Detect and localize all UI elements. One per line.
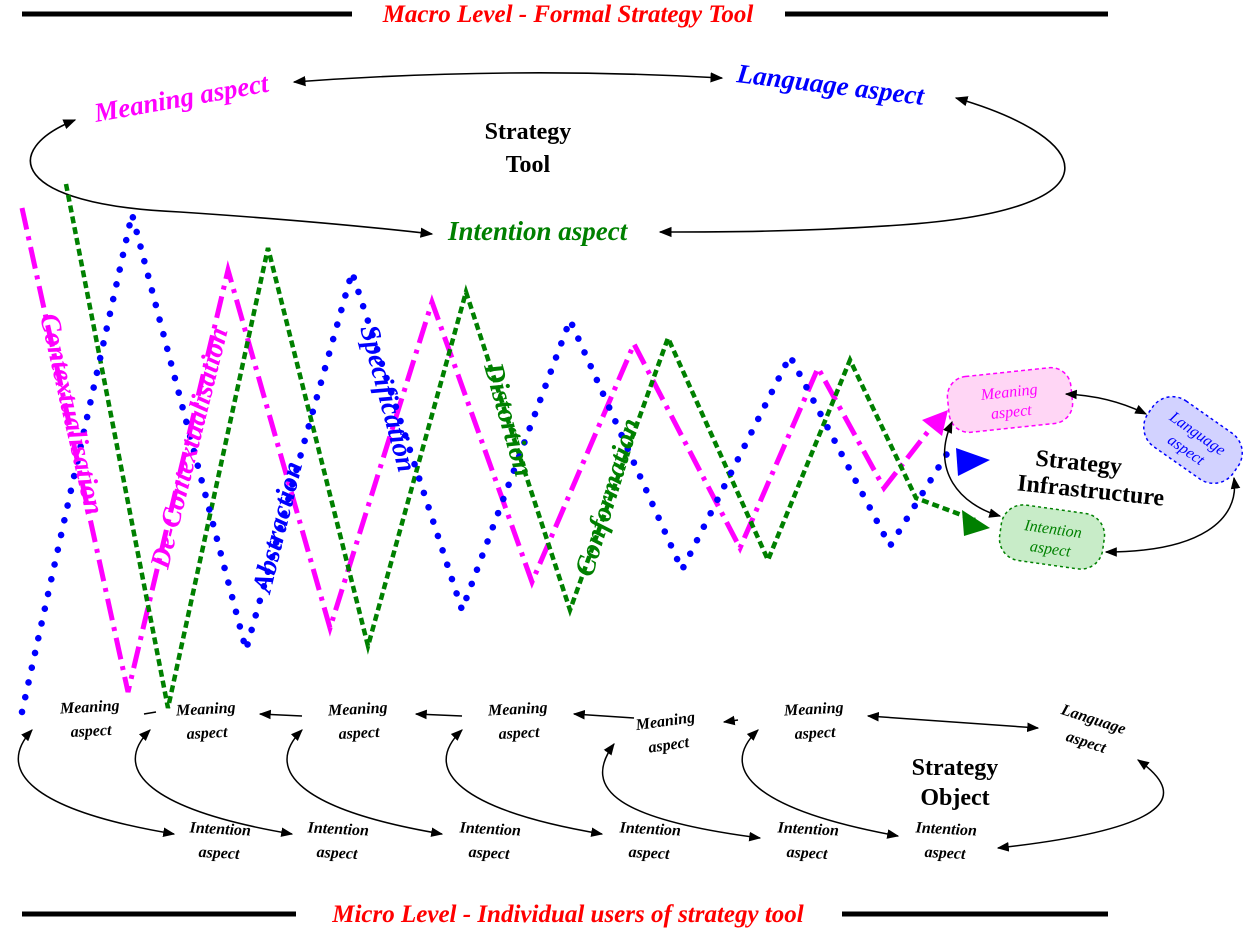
infra-meaning-pill: Meaning aspect <box>946 366 1074 434</box>
process-decontextualisation: De-Contextualisation <box>144 324 234 572</box>
language-arrowhead <box>956 448 990 476</box>
footer-title: Micro Level - Individual users of strate… <box>331 901 804 928</box>
strategy-tool-label-line2: Tool <box>506 152 551 178</box>
micro-curve-3 <box>286 729 444 837</box>
micro-curve-1 <box>17 729 176 837</box>
macro-language-label: Language aspect <box>734 58 927 111</box>
infra-intention-line2: aspect <box>1029 538 1072 561</box>
micro-intention-2-line2: aspect <box>316 844 358 863</box>
micro-intention-5-line1: Intention <box>776 819 839 839</box>
infra-language-pill-shape <box>1143 395 1243 485</box>
micro-intention-4-line2: aspect <box>628 844 670 863</box>
micro-intention-6-line2: aspect <box>924 844 966 863</box>
micro-meaning-4-line2: aspect <box>498 724 540 743</box>
micro-arrows <box>17 709 1165 852</box>
infra-meaning-line2: aspect <box>990 402 1033 423</box>
micro-intention-5: Intention aspect <box>776 819 839 863</box>
process-abstraction: Abstraction <box>246 458 309 597</box>
infra-meaning-line1: Meaning <box>979 381 1038 404</box>
micro-meaning-1-line1: Meaning <box>59 697 120 717</box>
meaning-zigzag-line <box>19 207 939 693</box>
strategy-tool-label-line1: Strategy <box>485 119 572 145</box>
micro-level-footer: Micro Level - Individual users of strate… <box>22 901 1108 928</box>
micro-arrow-m3-m2 <box>258 709 303 720</box>
infra-arrow-meaning-intention <box>943 420 1002 518</box>
strategy-object-line1: Strategy <box>912 755 999 781</box>
micro-arrow-m6-language <box>866 711 1040 733</box>
micro-curve-4 <box>445 729 604 837</box>
strategy-infrastructure-cycle: Meaning aspect Language aspect Intention… <box>943 366 1243 570</box>
intention-zigzag-line <box>63 183 976 709</box>
micro-intention-5-line2: aspect <box>786 844 828 863</box>
micro-meaning-labels: Meaning aspect Meaning aspect Meaning as… <box>59 697 1128 757</box>
process-distortion: Distortion <box>477 358 539 480</box>
micro-intention-3: Intention aspect <box>458 819 521 863</box>
micro-intention-1-line1: Intention <box>188 819 251 839</box>
micro-curve-5 <box>602 743 762 842</box>
process-conformation: Conformation <box>569 415 646 580</box>
micro-intention-3-line2: aspect <box>468 844 510 863</box>
infra-arrow-language-intention <box>1104 476 1241 557</box>
micro-meaning-4: Meaning aspect <box>487 699 548 743</box>
micro-meaning-2-line1: Meaning <box>175 699 236 719</box>
micro-meaning-5-line1: Meaning <box>634 709 696 734</box>
arrow-meaning-intention <box>29 119 434 238</box>
micro-meaning-1: Meaning aspect <box>59 697 120 741</box>
micro-meaning-5: Meaning aspect <box>634 709 696 757</box>
micro-meaning-2: Meaning aspect <box>175 699 236 743</box>
micro-curve-language-intention <box>996 759 1165 852</box>
micro-intention-1: Intention aspect <box>188 819 251 863</box>
micro-meaning-6: Meaning aspect <box>783 699 844 743</box>
micro-meaning-3-line1: Meaning <box>327 699 388 719</box>
arrow-language-intention <box>658 96 1066 238</box>
micro-arrow-m2-m1 <box>143 711 157 715</box>
micro-intention-1-line2: aspect <box>198 844 240 863</box>
micro-arrow-m6-m5 <box>722 715 739 726</box>
micro-meaning-6-line1: Meaning <box>783 699 844 719</box>
meaning-arrowhead <box>922 410 948 436</box>
micro-arrow-m5-m4 <box>572 709 635 720</box>
micro-language-line2: aspect <box>1064 728 1109 757</box>
macro-meaning-label: Meaning aspect <box>91 67 272 128</box>
micro-intention-2: Intention aspect <box>306 819 369 863</box>
strategy-tool-cycle: Strategy Tool Meaning aspect Language as… <box>29 58 1066 246</box>
micro-meaning-2-line2: aspect <box>186 724 228 743</box>
micro-curve-2 <box>134 729 294 837</box>
intention-arrowhead <box>962 510 990 536</box>
micro-curve-6 <box>741 729 900 839</box>
micro-intention-2-line1: Intention <box>306 819 369 839</box>
micro-intention-3-line1: Intention <box>458 819 521 839</box>
process-specification: Specification <box>353 322 422 476</box>
macro-level-header: Macro Level - Formal Strategy Tool <box>22 1 1108 28</box>
infra-intention-pill-shape <box>998 504 1106 570</box>
infra-language-pill: Language aspect <box>1143 395 1243 485</box>
micro-meaning-3: Meaning aspect <box>327 699 388 743</box>
infra-arrow-meaning-language <box>1064 389 1148 415</box>
micro-arrow-m4-m3 <box>414 709 463 720</box>
micro-language: Language aspect <box>1058 701 1128 757</box>
header-title: Macro Level - Formal Strategy Tool <box>382 1 754 28</box>
micro-intention-6: Intention aspect <box>914 819 977 863</box>
arrow-meaning-language <box>292 72 724 87</box>
macro-intention-label: Intention aspect <box>447 216 629 246</box>
micro-meaning-3-line2: aspect <box>338 724 380 743</box>
micro-meaning-4-line1: Meaning <box>487 699 548 719</box>
micro-meaning-1-line2: aspect <box>70 722 112 741</box>
micro-meaning-5-line2: aspect <box>647 734 690 757</box>
infra-intention-pill: Intention aspect <box>998 504 1106 570</box>
micro-meaning-6-line2: aspect <box>794 724 836 743</box>
micro-intention-4: Intention aspect <box>618 819 681 863</box>
strategy-object-line2: Object <box>920 785 989 811</box>
micro-intention-6-line1: Intention <box>914 819 977 839</box>
micro-intention-labels: Intention aspect Intention aspect Intent… <box>188 819 977 863</box>
process-labels: Contextualisation De-Contextualisation A… <box>33 311 646 598</box>
